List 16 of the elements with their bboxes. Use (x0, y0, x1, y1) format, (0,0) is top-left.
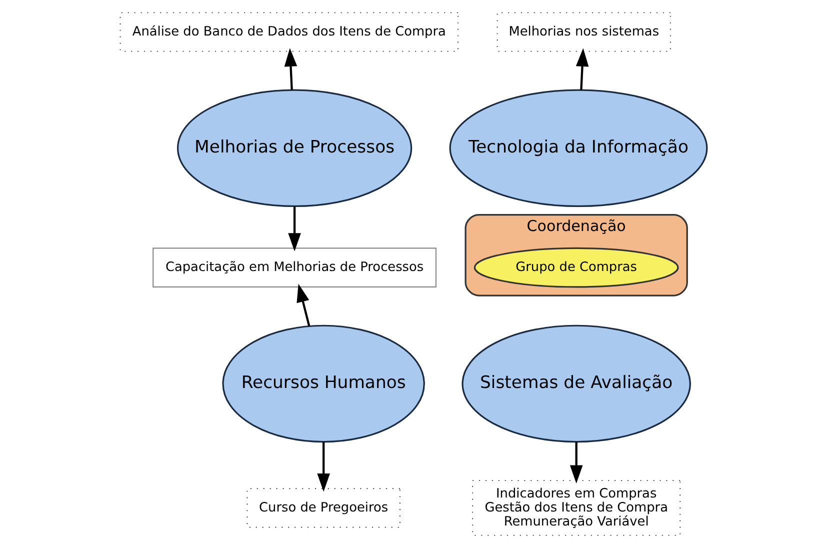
arrow (316, 442, 330, 492)
node-ellipse: Sistemas de Avaliação (461, 324, 690, 443)
arrow (296, 284, 310, 326)
arrow (569, 442, 582, 484)
arrow (284, 48, 297, 90)
node-ellipse: Recursos Humanos (222, 324, 424, 443)
node-box: Análise do Banco de Dados dos Itens de Compra (119, 12, 458, 52)
node-box: Melhorias nos sistemas (496, 12, 670, 52)
node-ellipse: Grupo de Compras (473, 247, 678, 288)
arrow (575, 48, 588, 90)
node-box: Capacitação em Melhorias de Processos (152, 248, 436, 288)
node-box: Curso de Pregoeiros (246, 488, 400, 528)
arrow (288, 206, 300, 252)
node-ellipse: Melhorias de Processos (176, 89, 412, 208)
node-box: Indicadores em Compras Gestão dos Itens de Compra Remuneração Variável (472, 480, 680, 536)
node-ellipse: Tecnologia da Informação (448, 89, 708, 208)
